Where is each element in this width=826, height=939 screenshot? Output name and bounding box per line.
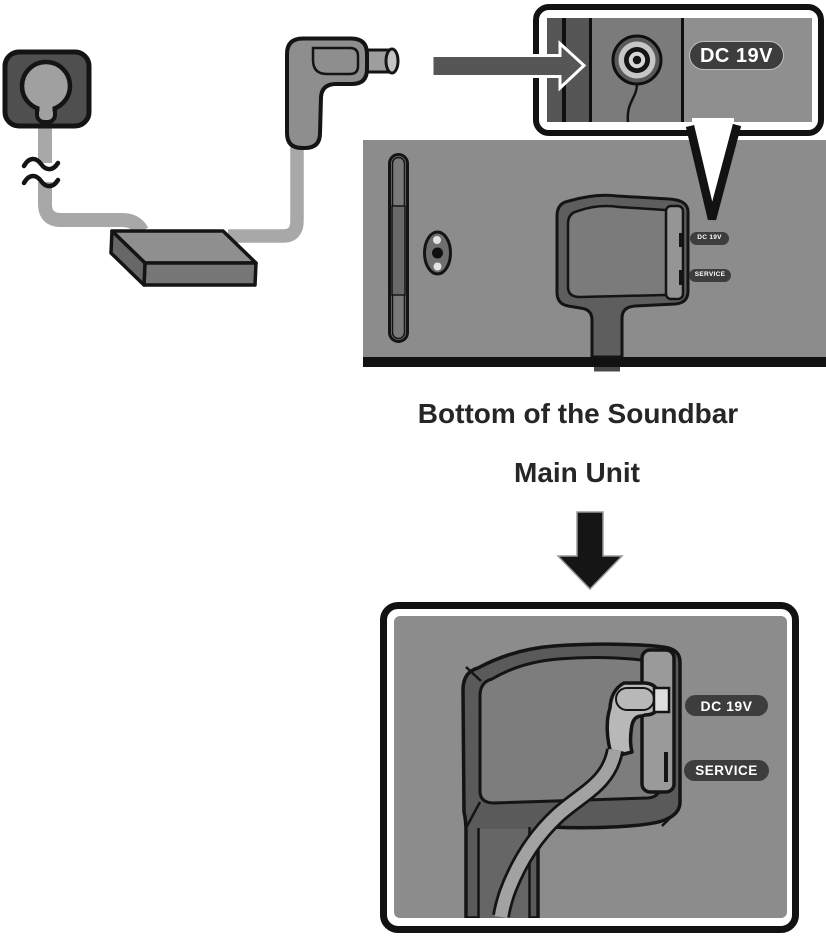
soundbar-bottom-panel bbox=[363, 140, 826, 367]
caption-main-unit: Main Unit bbox=[514, 457, 640, 488]
ac-adapter bbox=[109, 229, 258, 287]
dc-19v-badge-panel: DC 19V bbox=[690, 232, 729, 245]
arrow-down-icon bbox=[556, 511, 624, 591]
cable-break-marks bbox=[21, 156, 61, 189]
service-badge-panel: SERVICE bbox=[689, 269, 731, 282]
caption-bottom-of-soundbar: Bottom of the Soundbar bbox=[417, 398, 739, 429]
power-cable bbox=[38, 110, 304, 243]
service-badge-detail: SERVICE bbox=[684, 760, 769, 781]
dc-19v-badge-detail: DC 19V bbox=[685, 695, 768, 716]
dc-port-callout-frame bbox=[533, 4, 824, 136]
dc-plug-icon bbox=[285, 36, 400, 150]
wall-outlet-icon bbox=[2, 49, 92, 129]
dc-19v-badge-inset: DC 19V bbox=[690, 42, 783, 69]
